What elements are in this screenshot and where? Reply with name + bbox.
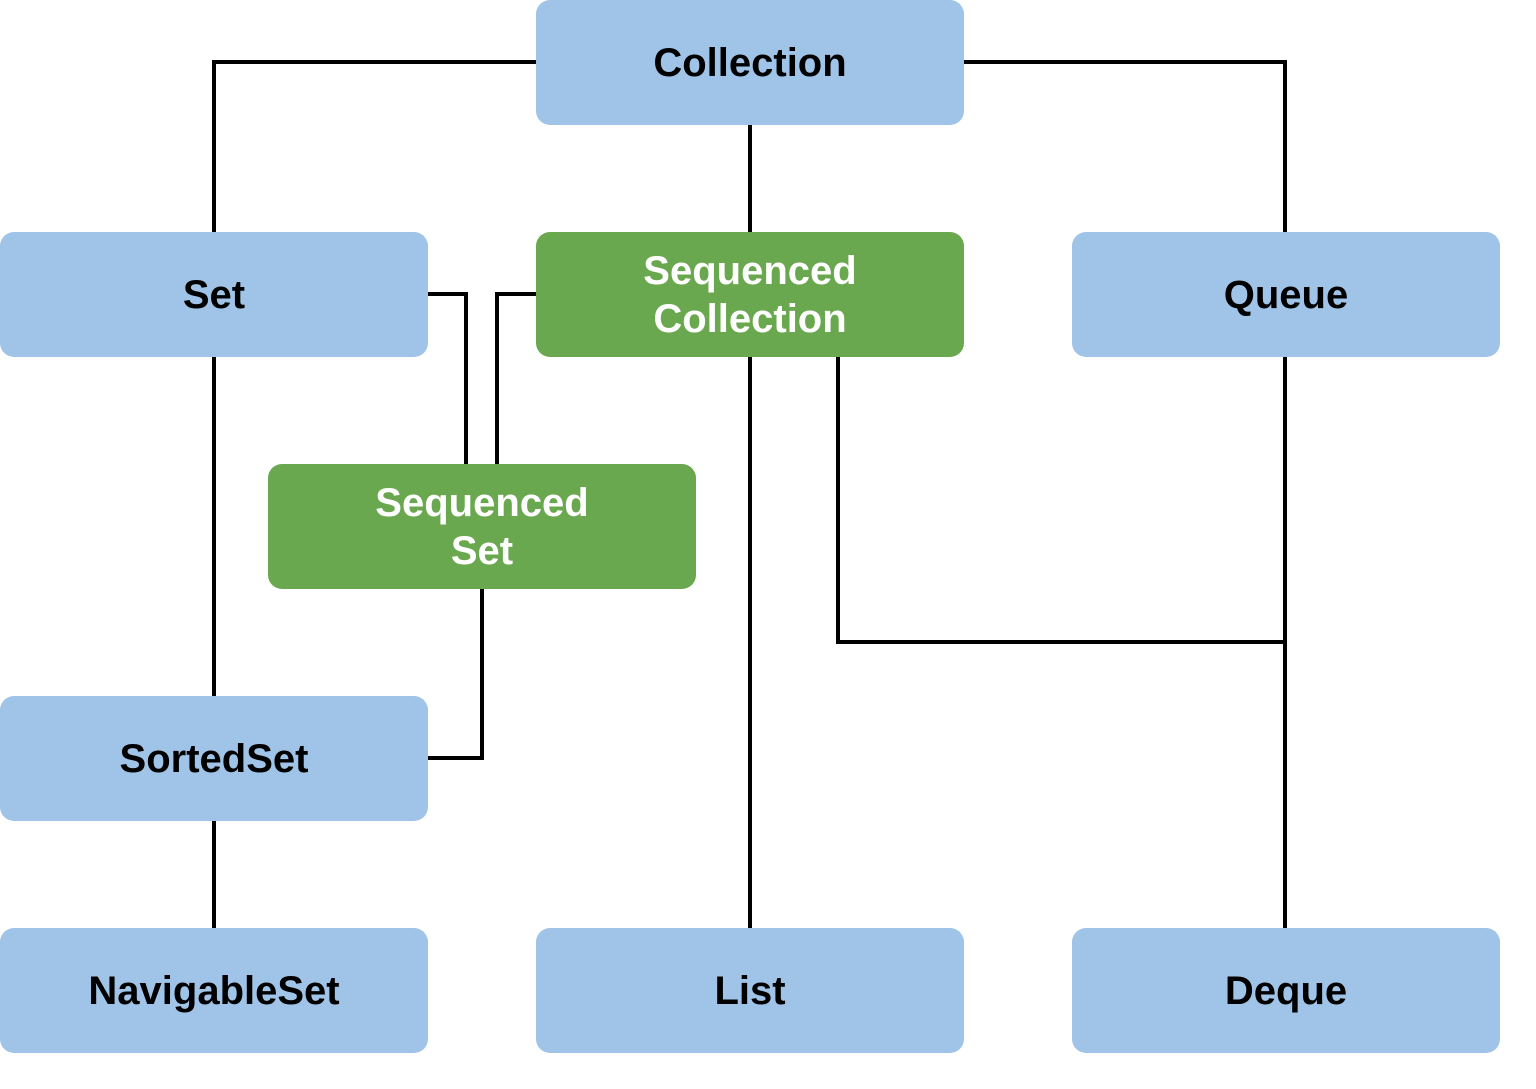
edge-sequenced-set-sorted-set (426, 587, 484, 760)
node-set-label: Set (182, 272, 246, 317)
node-sequenced-collection-label: Sequenced Collection (643, 248, 857, 341)
edge-sequenced-collection-sequenced-set (495, 292, 538, 466)
node-queue-label: Queue (1223, 272, 1349, 317)
node-sorted-set-label: SortedSet (119, 736, 309, 781)
node-sequenced-set: Sequenced Set (268, 464, 696, 589)
edge-collection-queue (962, 60, 1287, 234)
node-sorted-set: SortedSet (0, 696, 428, 821)
edge-set-sequenced-set (426, 292, 468, 466)
edge-sequenced-collection-deque (836, 355, 1287, 644)
node-navigable-set-label: NavigableSet (88, 968, 340, 1013)
node-sequenced-collection: Sequenced Collection (536, 232, 964, 357)
node-queue: Queue (1072, 232, 1500, 357)
node-collection: Collection (536, 0, 964, 125)
node-collection-label: Collection (653, 40, 847, 85)
node-set: Set (0, 232, 428, 357)
node-navigable-set: NavigableSet (0, 928, 428, 1053)
node-deque: Deque (1072, 928, 1500, 1053)
node-sequenced-set-label: Sequenced Set (375, 480, 589, 573)
node-deque-label: Deque (1224, 968, 1348, 1013)
node-list-label: List (714, 968, 786, 1013)
node-list: List (536, 928, 964, 1053)
edge-collection-set (212, 60, 538, 234)
